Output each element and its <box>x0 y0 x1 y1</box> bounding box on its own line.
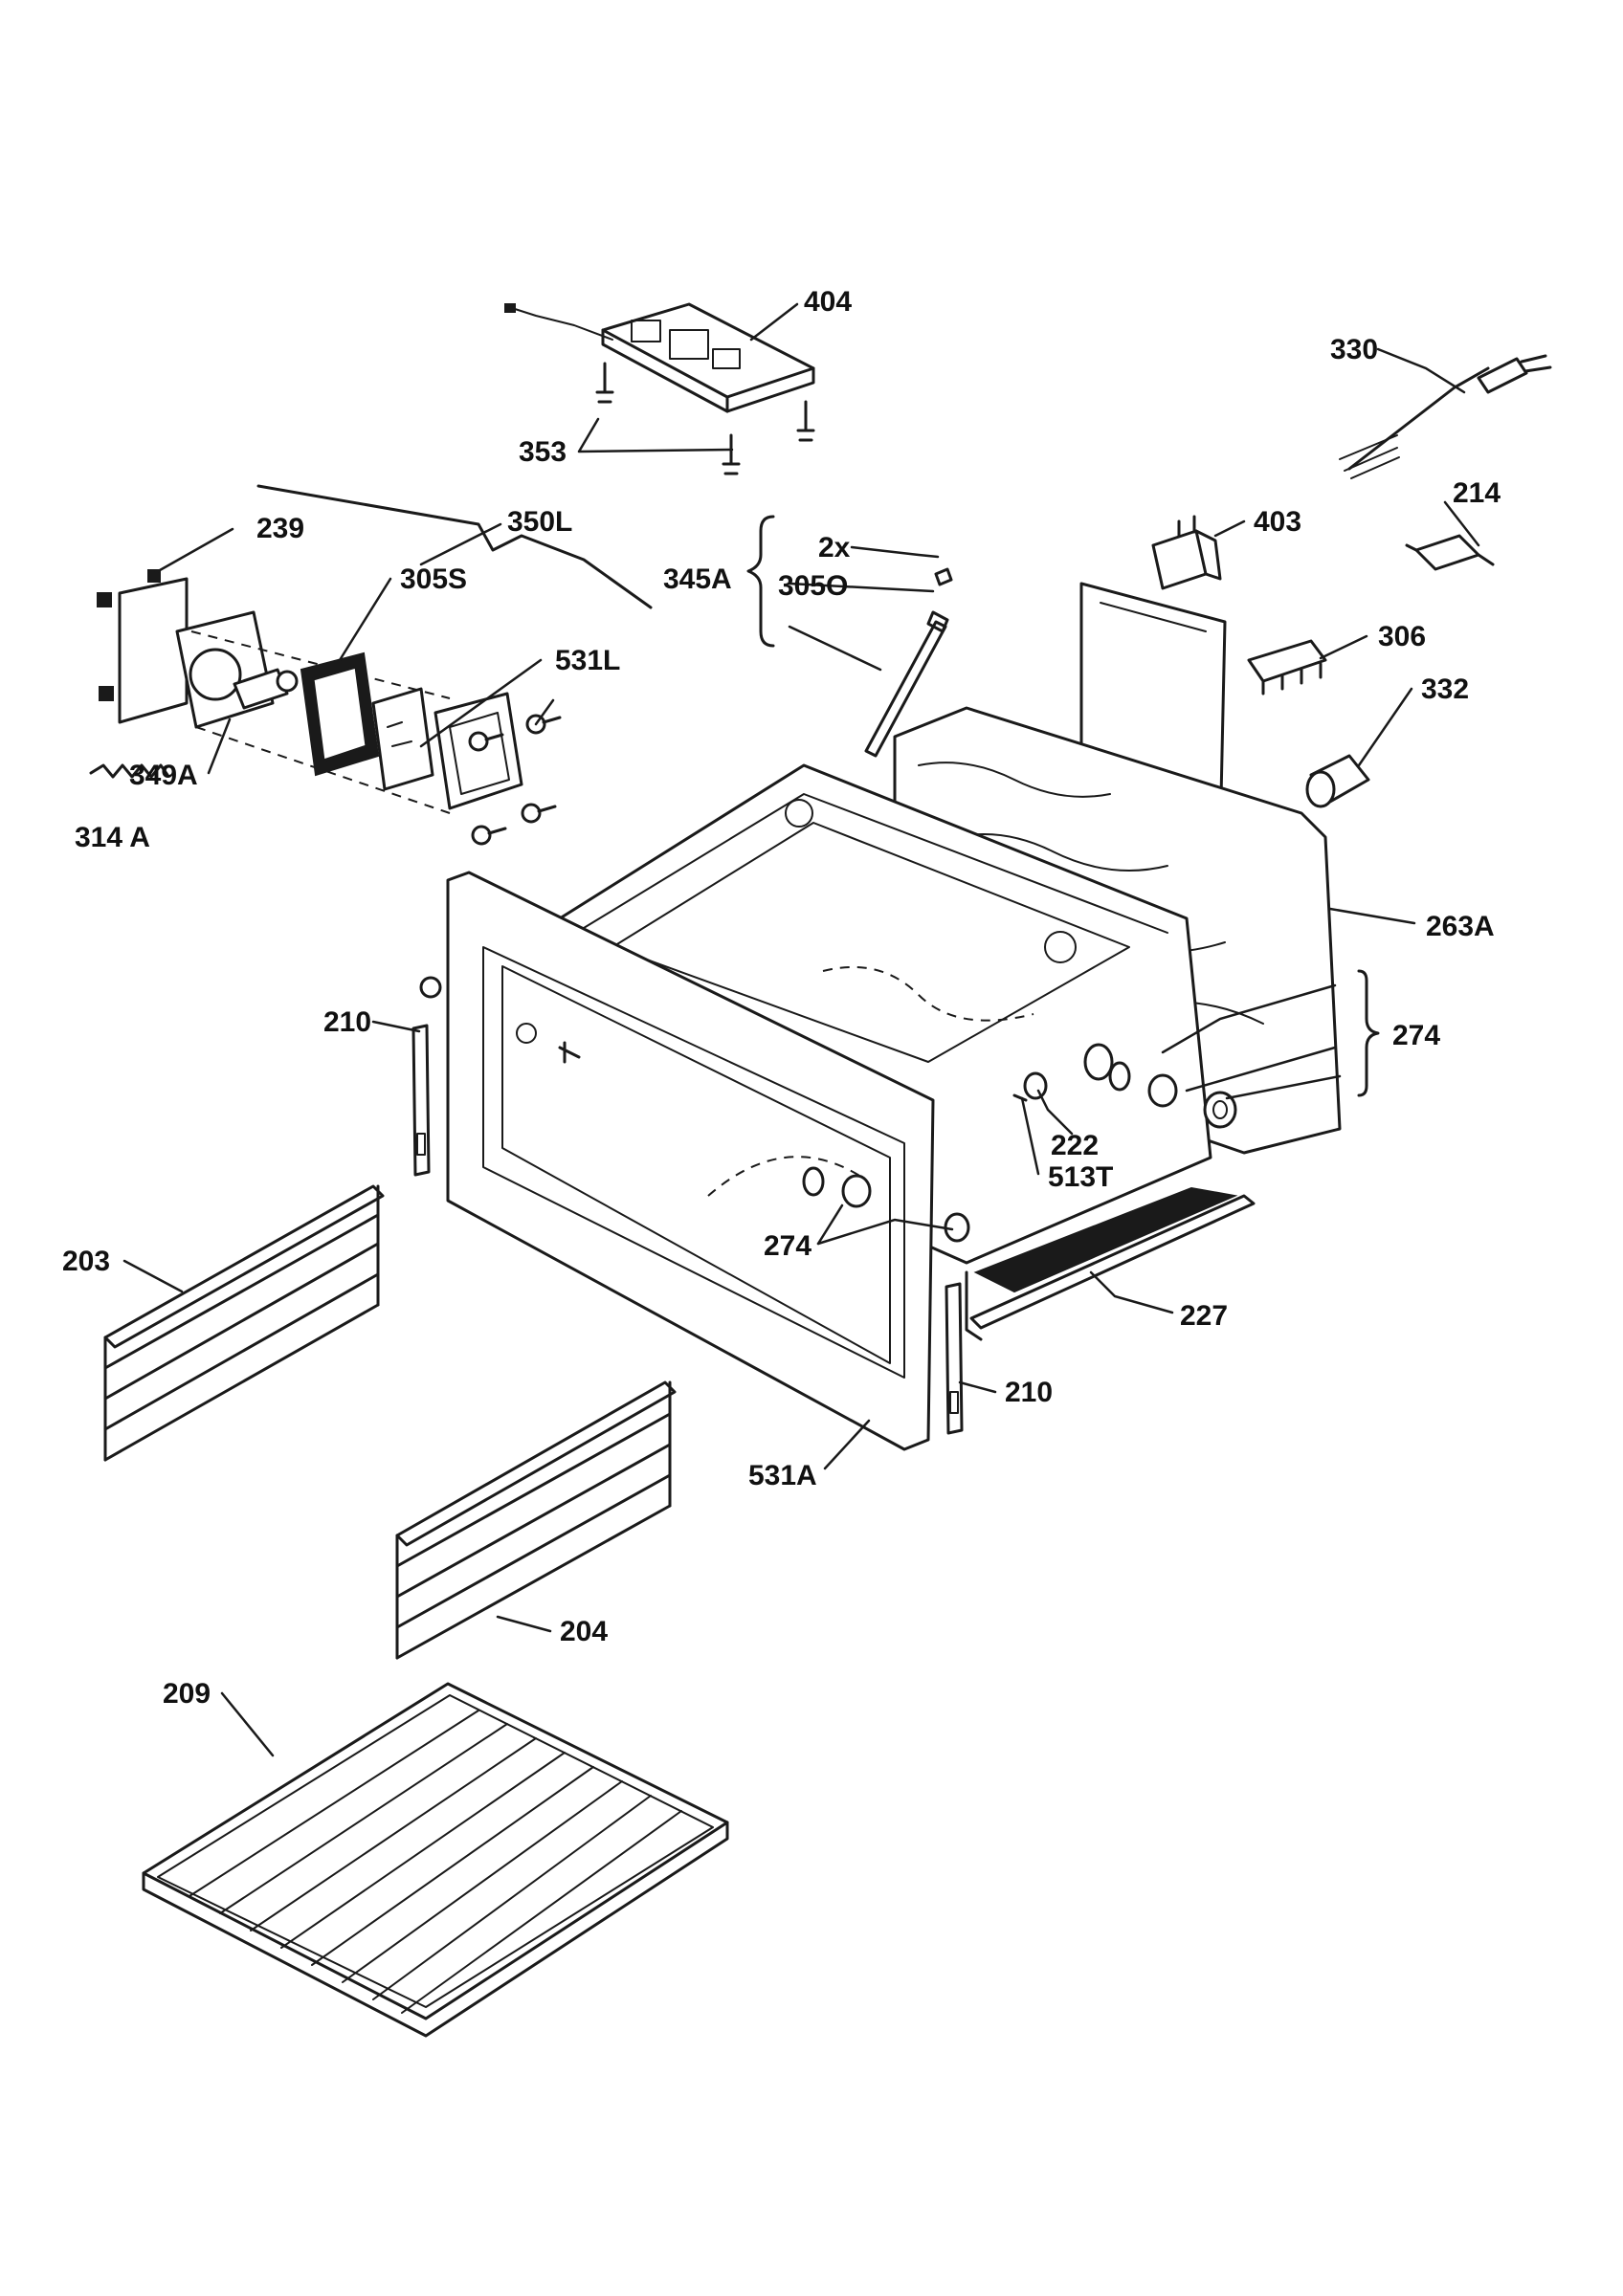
part-353-standoffs <box>595 362 815 475</box>
part-210-shelf-support-left <box>411 1024 431 1177</box>
part-203-side-rack-left <box>103 1184 385 1462</box>
bracket-314A <box>89 763 169 779</box>
oven-front-frame <box>446 871 935 1451</box>
part-330-power-cord <box>1339 354 1552 479</box>
label-263A: 263A <box>1426 911 1495 942</box>
label-305O: 305O <box>778 570 848 602</box>
part-314A-lamp-assembly <box>97 569 451 814</box>
label-203: 203 <box>62 1246 110 1277</box>
label-350L: 350L <box>507 506 572 538</box>
part-274-fittings <box>419 976 1237 1243</box>
label-332: 332 <box>1421 673 1469 705</box>
part-345A-thermostat-probe <box>864 567 953 758</box>
label-531L: 531L <box>555 645 620 676</box>
label-209: 209 <box>163 1678 211 1710</box>
part-214-terminal <box>1405 534 1495 571</box>
label-274-upper: 274 <box>1392 1020 1440 1051</box>
part-209-wire-shelf <box>142 1682 729 2038</box>
part-332-capacitor <box>1305 754 1370 808</box>
label-306: 306 <box>1378 621 1426 652</box>
label-227: 227 <box>1180 1300 1228 1332</box>
label-204: 204 <box>560 1616 608 1647</box>
bracket-350L <box>256 484 653 609</box>
label-239: 239 <box>256 513 304 544</box>
label-349A: 349A <box>129 760 198 791</box>
part-306-terminal-block <box>1247 639 1327 695</box>
label-2x: 2x <box>818 532 851 563</box>
label-404: 404 <box>804 286 852 318</box>
part-404-control-board <box>504 302 815 413</box>
label-353: 353 <box>519 436 567 468</box>
part-222-513T-fittings <box>1012 1071 1048 1102</box>
label-513T: 513T <box>1048 1161 1113 1193</box>
part-305S-gasket <box>300 651 380 777</box>
bracket-345A <box>746 515 775 648</box>
part-227-bottom-trim <box>965 1186 1256 1341</box>
part-204-side-rack-right <box>395 1380 677 1660</box>
label-330: 330 <box>1330 334 1378 365</box>
label-345A: 345A <box>663 563 732 595</box>
label-210-left: 210 <box>323 1006 371 1038</box>
part-403-relay <box>1151 515 1222 590</box>
label-214: 214 <box>1453 477 1501 509</box>
lamp-glass <box>371 687 434 791</box>
label-403: 403 <box>1254 506 1301 538</box>
part-labels: 404 330 353 350L 239 305S 531L 349A 314 … <box>62 286 1501 1710</box>
label-274-lower: 274 <box>764 1230 812 1262</box>
bracket-274 <box>1357 969 1380 1097</box>
label-531A: 531A <box>748 1460 817 1491</box>
label-210-right: 210 <box>1005 1377 1053 1408</box>
part-210-shelf-support-right <box>945 1282 964 1435</box>
label-314A: 314 A <box>75 822 150 853</box>
leader-lines <box>122 302 1480 1757</box>
label-222: 222 <box>1051 1130 1099 1161</box>
label-305S: 305S <box>400 563 467 595</box>
